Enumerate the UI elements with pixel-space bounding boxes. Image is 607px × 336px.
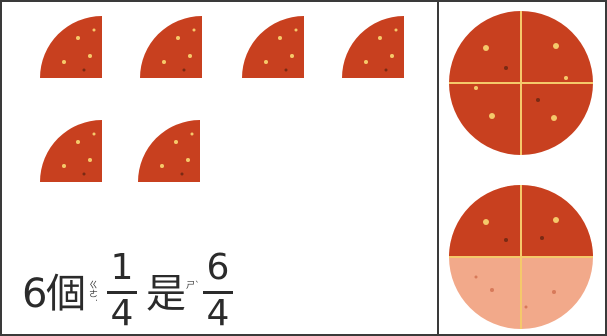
quarter-slice-3	[242, 16, 304, 78]
whole-pizza	[449, 11, 593, 155]
result-fraction-bar	[203, 291, 233, 294]
verb: 是	[146, 271, 186, 317]
verb-ruby: ㄕˋ	[186, 281, 200, 291]
measure-word: 個	[46, 271, 86, 317]
count-number: 6	[22, 271, 48, 317]
result-denominator: 4	[206, 293, 230, 334]
quarter-slice-5	[40, 120, 102, 182]
result-numerator: 6	[206, 247, 230, 288]
measure-word-ruby: ㄍㄜ˙	[87, 280, 97, 303]
quarter-slice-2	[140, 16, 202, 78]
fraction-sentence: 6 個 ㄍㄜ˙ 1 4 是 ㄕˋ 6 4	[22, 250, 302, 336]
quarter-slice-6	[138, 120, 200, 182]
fraction-bar	[107, 291, 137, 294]
fraction-denominator: 4	[110, 293, 134, 334]
quarter-slice-1	[40, 16, 102, 78]
fraction-numerator: 1	[110, 247, 134, 288]
quarter-slice-4	[342, 16, 404, 78]
panel-divider	[437, 0, 439, 336]
partial-pizza	[449, 185, 593, 329]
